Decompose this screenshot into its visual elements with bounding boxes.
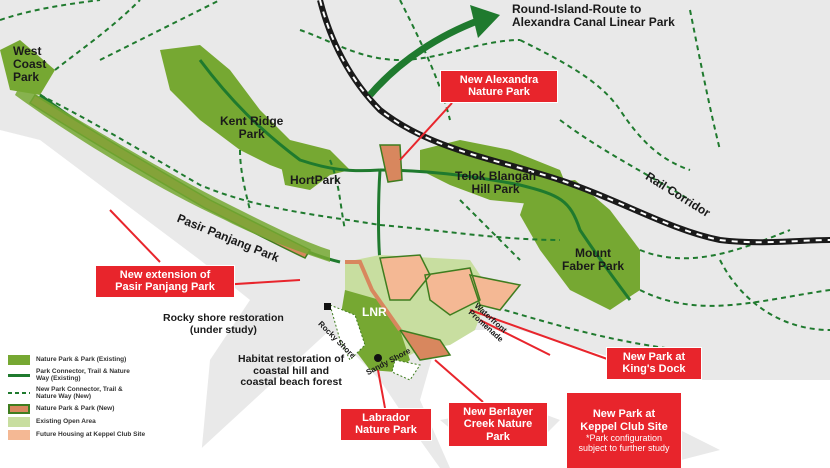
- new-connectors: [0, 0, 830, 351]
- round-island-arrowhead: [470, 5, 500, 38]
- callout-keppel-note: *Park configuration subject to further s…: [578, 432, 670, 453]
- legend-swatch-housing: [8, 429, 30, 440]
- legend-swatch-open-area: [8, 416, 30, 427]
- callout-pasir-panjang-ext: New extension of Pasir Panjang Park: [95, 265, 235, 298]
- rocky-shore-dots: [329, 304, 366, 361]
- label-kent-ridge-park: Kent Ridge Park: [220, 114, 284, 142]
- labrador-boundary: [345, 260, 402, 332]
- legend-row-park-existing: Nature Park & Park (Existing): [8, 355, 188, 365]
- label-hortpark: HortPark: [290, 173, 341, 187]
- connector-kent-ridge: [198, 59, 381, 173]
- connector-telok: [379, 168, 632, 301]
- label-habitat-restoration: Habitat restoration of coastal hill and …: [238, 353, 345, 389]
- callout-new-alexandra: New Alexandra Nature Park: [440, 70, 558, 103]
- rocky-shore-marker: [324, 303, 331, 310]
- callout-berlayer: New Berlayer Creek Nature Park: [448, 402, 548, 447]
- label-round-island: Round-Island-Route to Alexandra Canal Li…: [512, 2, 675, 30]
- callout-keppel-club: New Park at Keppel Club Site *Park confi…: [566, 392, 682, 468]
- west-coast-park-area: [0, 40, 55, 95]
- callout-kings-dock: New Park at King's Dock: [606, 347, 702, 380]
- legend-swatch-park-new: [8, 403, 30, 414]
- label-telok-blangah: Telok Blangah Hill Park: [455, 169, 537, 197]
- kent-ridge-park-area: [160, 45, 350, 180]
- legend-label: Nature Park & Park (New): [36, 405, 115, 413]
- legend-label: Park Connector, Trail & Nature Way (Exis…: [36, 368, 130, 383]
- mount-faber-area: [520, 180, 640, 310]
- legend-label: New Park Connector, Trail & Nature Way (…: [36, 385, 123, 401]
- connector-vertical: [377, 169, 382, 263]
- legend-label: Nature Park & Park (Existing): [36, 356, 127, 364]
- label-west-coast-park: West Coast Park: [13, 44, 47, 85]
- legend-row-connector-new: New Park Connector, Trail & Nature Way (…: [8, 386, 188, 401]
- round-island-arrow: [367, 16, 482, 98]
- label-lnr: LNR: [362, 305, 387, 319]
- legend-swatch-connector-new: [8, 392, 30, 395]
- label-mount-faber: Mount Faber Park: [562, 246, 625, 274]
- callout-labrador: Labrador Nature Park: [340, 408, 432, 441]
- legend-label: Future Housing at Keppel Club Site: [36, 431, 146, 439]
- legend: Nature Park & Park (Existing) Park Conne…: [3, 352, 193, 468]
- rail-corridor: [317, 0, 830, 246]
- legend-row-housing: Future Housing at Keppel Club Site: [8, 429, 188, 440]
- legend-row-connector-existing: Park Connector, Trail & Nature Way (Exis…: [8, 368, 188, 383]
- legend-row-park-new: Nature Park & Park (New): [8, 403, 188, 414]
- new-alexandra-area: [379, 144, 403, 183]
- legend-swatch-connector-existing: [8, 373, 30, 377]
- legend-label: Existing Open Area: [36, 418, 96, 426]
- label-rocky-shore-restoration: Rocky shore restoration (under study): [163, 312, 284, 336]
- callout-keppel-club-title: New Park at Keppel Club Site: [580, 408, 668, 433]
- berlayer-creek-new: [398, 328, 452, 361]
- sandy-shore-dots: [391, 359, 421, 381]
- legend-swatch-park-existing: [8, 355, 30, 365]
- legend-row-open-area: Existing Open Area: [8, 416, 188, 427]
- pasir-panjang-park-green: [15, 85, 330, 262]
- future-housing: [379, 254, 522, 316]
- habitat-marker: [374, 354, 382, 362]
